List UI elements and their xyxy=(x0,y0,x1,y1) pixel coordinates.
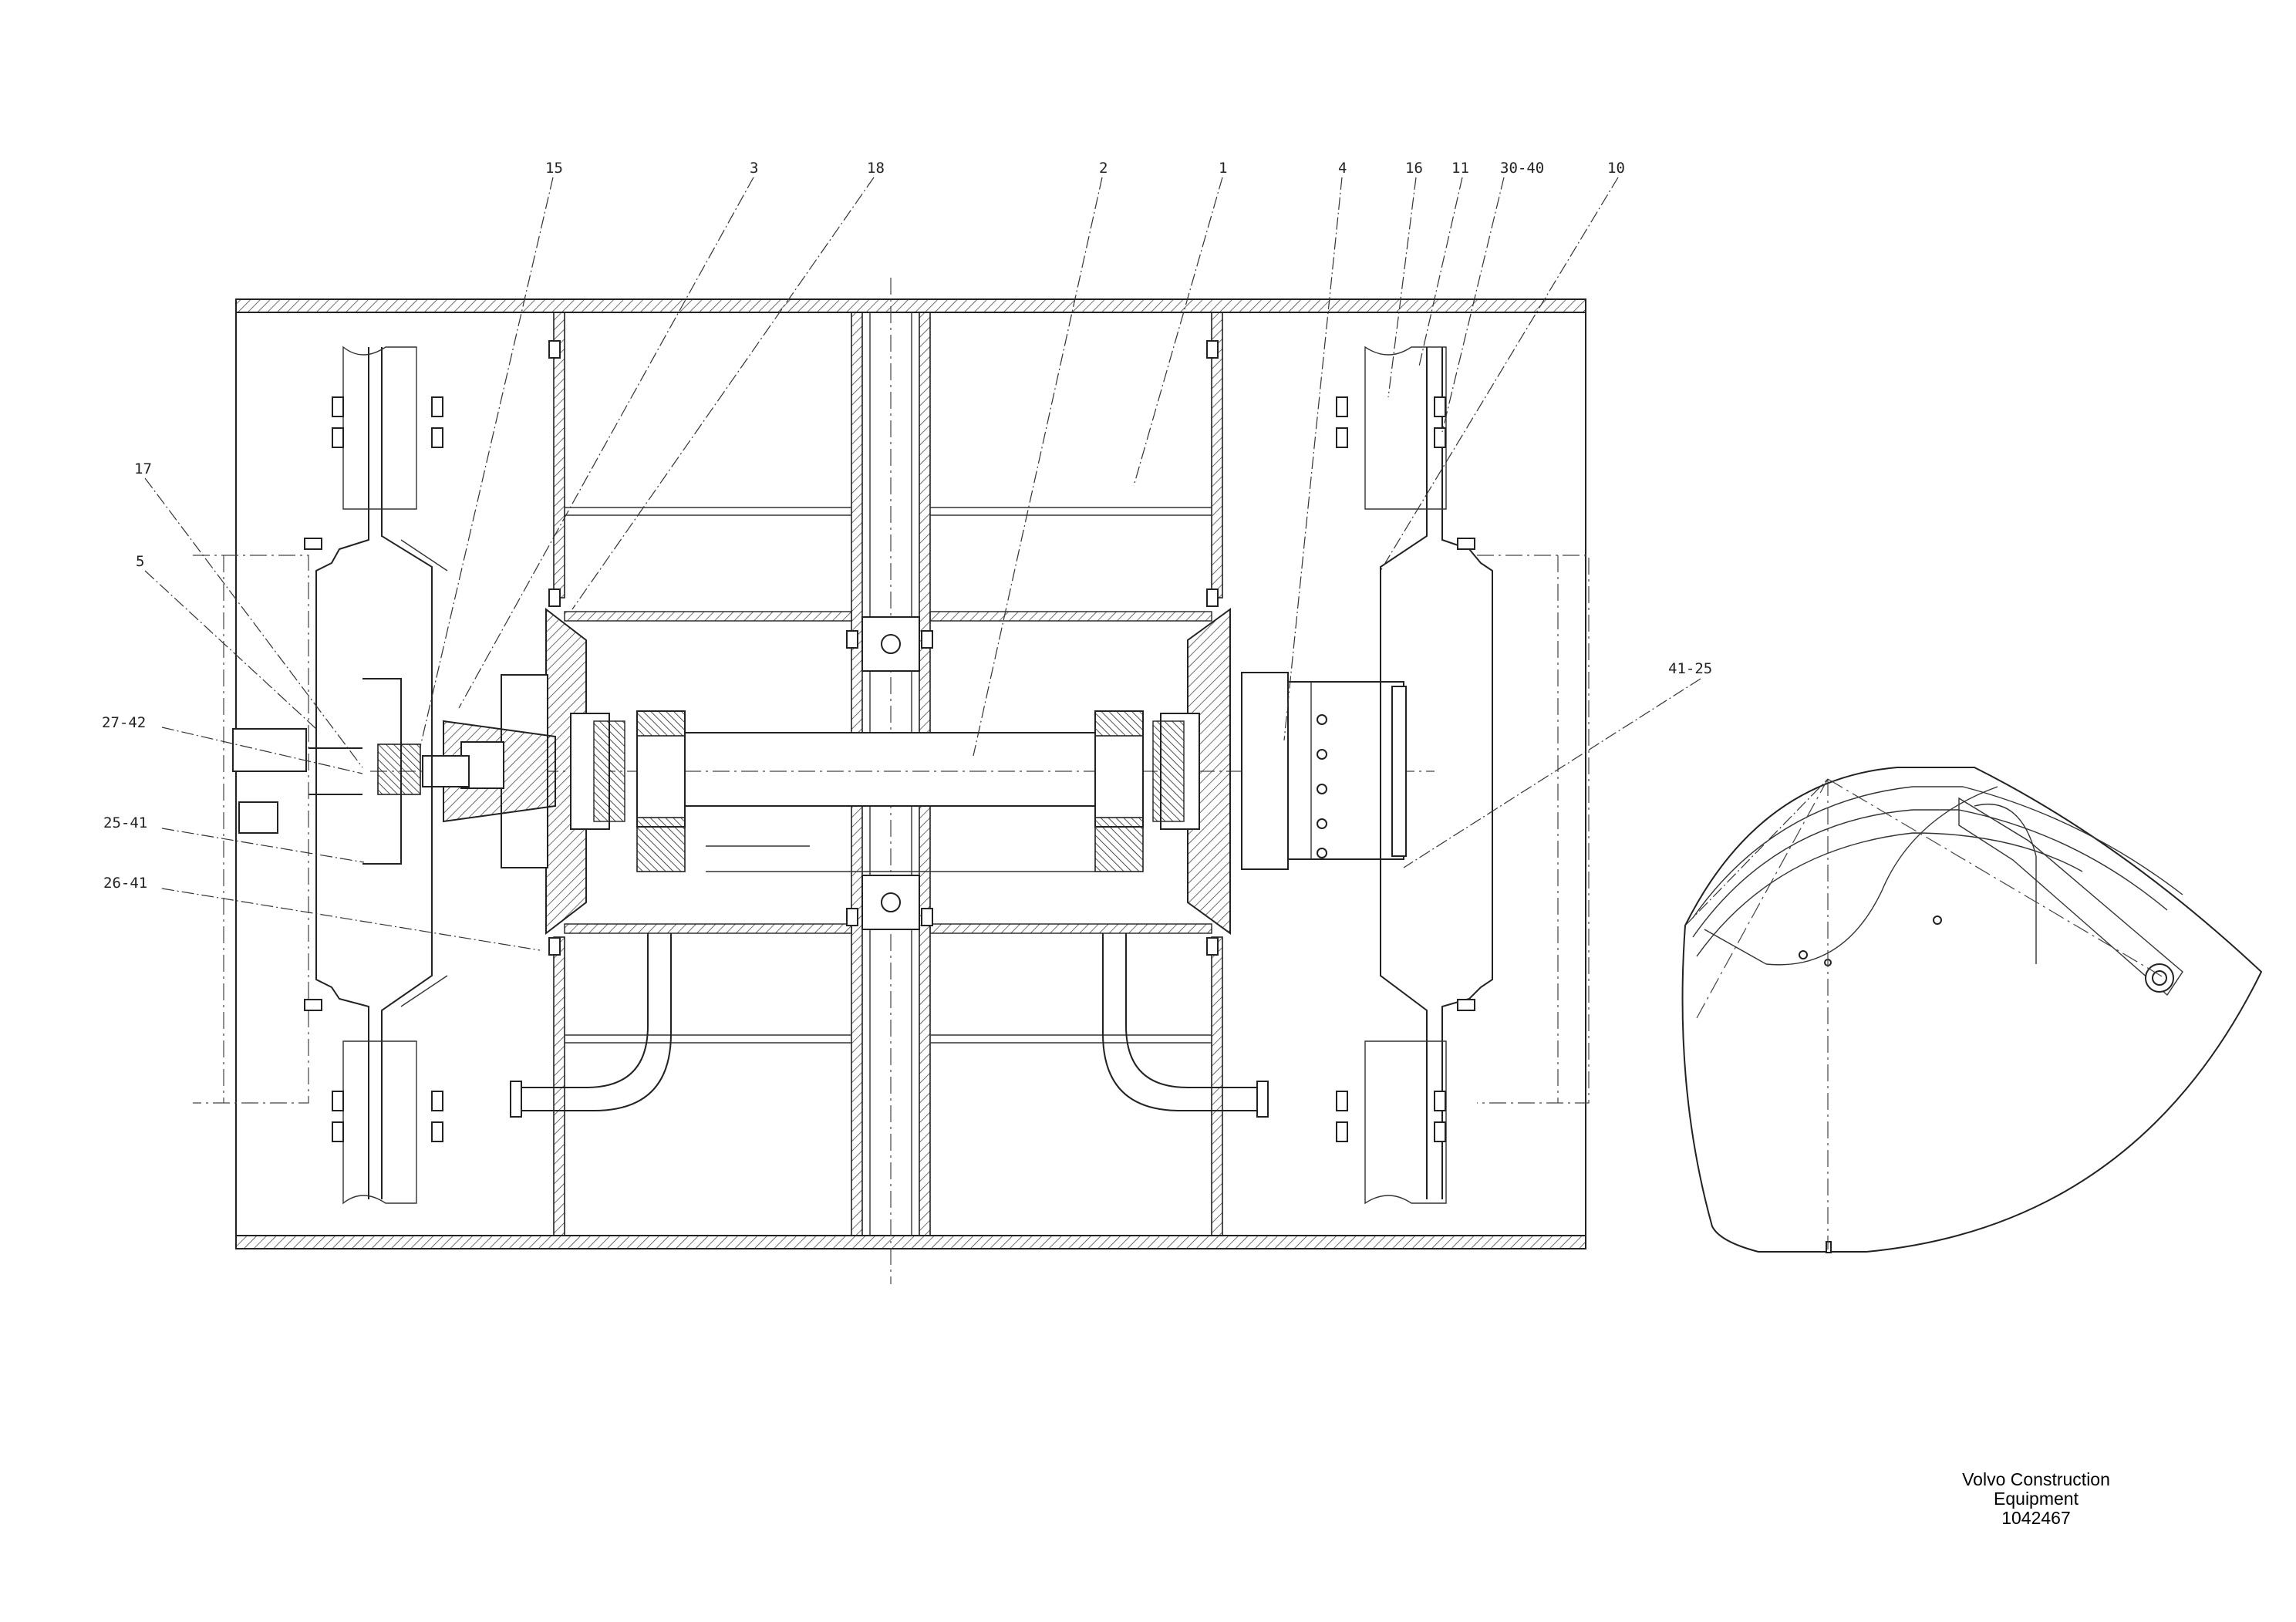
drum-housing xyxy=(235,278,1586,1284)
callout-26-41: 26-41 xyxy=(103,875,147,892)
side-supports xyxy=(193,555,1590,1104)
callout-5: 5 xyxy=(136,553,144,570)
left-end-fitting xyxy=(232,678,470,865)
callout-1: 1 xyxy=(1219,160,1227,177)
callout-2: 2 xyxy=(1099,160,1108,177)
callout-30-40: 30-40 xyxy=(1500,160,1544,177)
stiffener-lines xyxy=(564,507,1212,1044)
callout-18: 18 xyxy=(867,160,885,177)
footer-company-line2: Equipment xyxy=(1994,1489,2079,1509)
callout-leaders xyxy=(144,177,1701,951)
footer-company-line1: Volvo Construction xyxy=(1962,1469,2110,1489)
callout-41-25: 41-25 xyxy=(1668,660,1712,677)
callout-11: 11 xyxy=(1451,160,1469,177)
callout-labels: 15 3 18 2 1 4 16 11 30-40 10 17 5 27-42 … xyxy=(102,160,1712,892)
center-seals xyxy=(861,616,920,930)
callout-16: 16 xyxy=(1405,160,1423,177)
bolt-heads xyxy=(304,340,1475,1142)
left-frame-plate xyxy=(315,346,448,1205)
footer-drawing-number: 1042467 xyxy=(2001,1508,2071,1528)
callout-10: 10 xyxy=(1607,160,1625,177)
callout-25-41: 25-41 xyxy=(103,814,147,831)
manufacturer-footer: Volvo Construction Equipment 1042467 xyxy=(1913,1470,2159,1528)
right-frame-plate xyxy=(1364,346,1493,1205)
callout-15: 15 xyxy=(545,160,563,177)
side-view-drum-section xyxy=(1681,767,2263,1253)
left-hub-assembly xyxy=(443,607,625,936)
callout-27-42: 27-42 xyxy=(102,714,146,731)
central-shaft xyxy=(370,710,1435,872)
callout-4: 4 xyxy=(1338,160,1347,177)
hydraulic-pipes xyxy=(510,933,1269,1118)
callout-3: 3 xyxy=(750,160,758,177)
callout-17: 17 xyxy=(134,460,152,477)
right-hub-motor xyxy=(1152,608,1407,935)
